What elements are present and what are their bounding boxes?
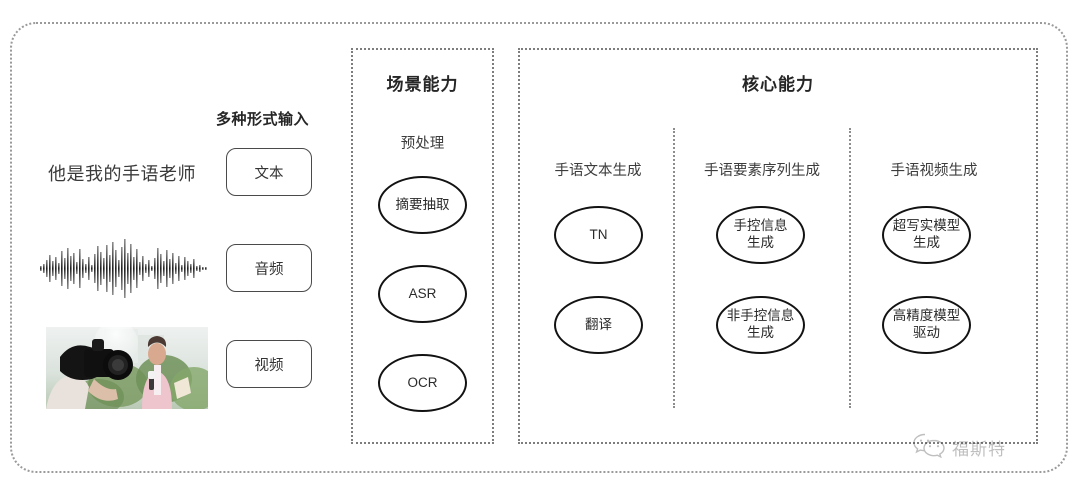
wechat-icon [912,432,946,463]
core-column-divider-1 [673,128,675,408]
scenario-node-summary[interactable]: 摘要抽取 [378,176,467,234]
core-column-3-label: 手语视频生成 [890,163,978,179]
watermark: 福斯特 [912,432,1006,463]
input-chip-video-label: 视频 [254,357,284,374]
core-node-manual-feature[interactable]: 手控信息 生成 [716,206,805,264]
core-column-2-label: 手语要素序列生成 [704,163,820,179]
scenario-group-label: 预处理 [400,136,445,152]
input-chip-audio[interactable]: 音频 [226,244,312,292]
input-chip-video[interactable]: 视频 [226,340,312,388]
core-node-translate-label: 翻译 [585,316,612,332]
scenario-node-asr-label: ASR [408,285,437,301]
input-panel-heading: 多种形式输入 [216,111,310,128]
input-chip-audio-label: 音频 [254,261,284,278]
input-chip-text[interactable]: 文本 [226,148,312,196]
input-chip-text-label: 文本 [254,165,284,182]
core-node-tn[interactable]: TN [554,206,643,264]
core-column-1-label: 手语文本生成 [554,163,642,179]
core-node-translate[interactable]: 翻译 [554,296,643,354]
scenario-node-ocr-label: OCR [407,374,438,390]
core-node-manual-feature-label: 手控信息 生成 [733,218,788,250]
core-capability-box [518,48,1038,444]
audio-waveform-icon [38,236,210,300]
scenario-node-summary-label: 摘要抽取 [395,196,450,212]
scenario-section-title: 场景能力 [386,75,459,94]
core-node-highprecision-model[interactable]: 高精度模型 驱动 [882,296,971,354]
outer-frame [10,22,1068,473]
core-node-tn-label: TN [589,226,608,242]
video-thumbnail [46,327,208,409]
scenario-node-ocr[interactable]: OCR [378,354,467,412]
core-node-nonmanual-feature[interactable]: 非手控信息 生成 [716,296,805,354]
input-sample-text: 他是我的手语老师 [48,164,196,184]
scenario-node-asr[interactable]: ASR [378,265,467,323]
core-node-photoreal-model-label: 超写实模型 生成 [892,218,961,250]
core-column-divider-2 [849,128,851,408]
scenario-capability-box [351,48,494,444]
core-node-highprecision-model-label: 高精度模型 驱动 [892,308,961,340]
core-node-photoreal-model[interactable]: 超写实模型 生成 [882,206,971,264]
core-node-nonmanual-feature-label: 非手控信息 生成 [726,308,795,340]
core-section-title: 核心能力 [742,75,814,94]
watermark-text: 福斯特 [952,440,1006,459]
